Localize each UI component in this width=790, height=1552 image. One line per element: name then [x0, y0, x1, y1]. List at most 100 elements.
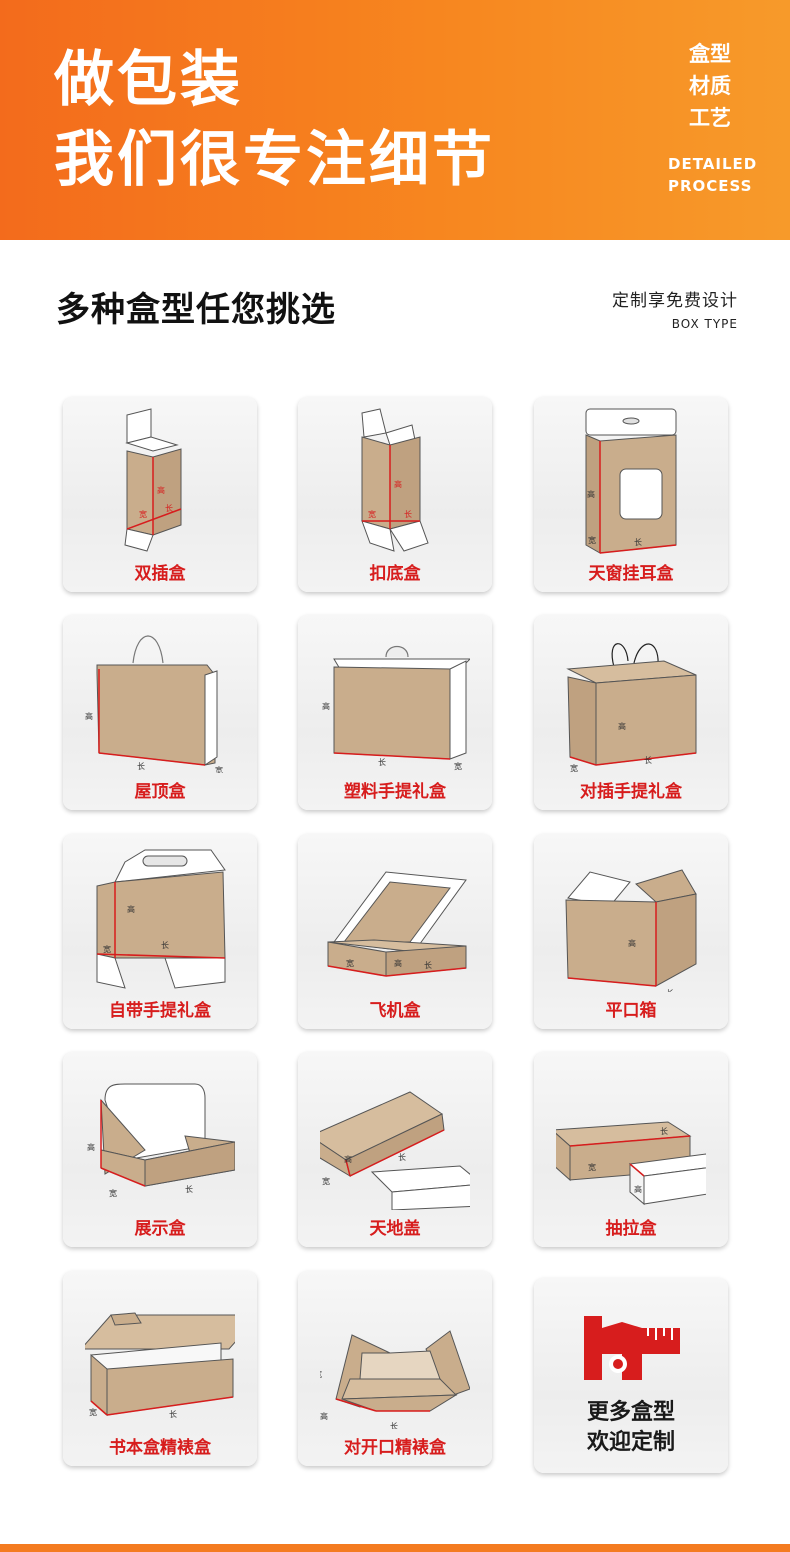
box-label: 平口箱 [605, 1001, 657, 1021]
hero-en-line2: PROCESS [668, 177, 753, 195]
hero-title-line2: 我们很专注细节 [54, 125, 495, 195]
box-label: 自带手提礼盒 [109, 1001, 211, 1021]
box-card-lid-base[interactable]: 高 宽 长 天地盖 [298, 1052, 492, 1247]
hero-en-line1: DETAILED [668, 155, 758, 173]
svg-text:宽: 宽 [215, 765, 223, 773]
svg-text:长: 长 [424, 960, 432, 970]
svg-text:高: 高 [87, 1142, 95, 1152]
box-label: 扣底盒 [369, 564, 421, 584]
box-card-book-style[interactable]: 高 宽 长 书本盒精裱盒 [63, 1271, 257, 1466]
section-subtitle: 定制享免费设计 [612, 291, 738, 311]
box-card-plastic-handle[interactable]: 高 长 宽 塑料手提礼盒 [298, 615, 492, 810]
svg-text:高: 高 [394, 479, 402, 489]
svg-text:高: 高 [127, 904, 135, 914]
hero-tags: 盒型 材质 工艺 [670, 38, 750, 134]
box-label: 飞机盒 [369, 1001, 421, 1021]
hero-tag-shape: 盒型 [689, 42, 731, 66]
section-english: BOX TYPE [671, 317, 738, 331]
box-card-tuck-handle[interactable]: 高 宽 长 对插手提礼盒 [534, 615, 728, 810]
box-card-lock-bottom[interactable]: 高 宽 长 扣底盒 [298, 397, 492, 592]
box-label: 天窗挂耳盒 [588, 564, 674, 584]
svg-text:宽: 宽 [570, 763, 578, 773]
svg-text:长: 长 [161, 940, 169, 950]
regular-slotted-box-icon: 高 宽 长 [565, 869, 697, 992]
tuck-handle-box-icon: 高 宽 长 [566, 643, 697, 773]
box-label: 塑料手提礼盒 [344, 782, 446, 802]
lid-base-box-icon: 高 宽 长 [320, 1091, 470, 1210]
svg-text:宽: 宽 [320, 1369, 322, 1379]
svg-text:长: 长 [660, 1126, 668, 1136]
box-card-roof[interactable]: 高 长 宽 屋顶盒 [63, 615, 257, 810]
box-card-window-hanger[interactable]: 高 宽 长 天窗挂耳盒 [534, 397, 728, 592]
svg-text:长: 长 [169, 1409, 177, 1419]
svg-text:长: 长 [644, 755, 652, 765]
svg-text:长: 长 [404, 509, 412, 519]
footer-bar [0, 1544, 790, 1552]
more-box-types-card[interactable]: 更多盒型 欢迎定制 [534, 1278, 728, 1473]
book-style-box-icon: 高 宽 长 [85, 1312, 235, 1419]
svg-text:高: 高 [394, 958, 402, 968]
box-label: 对插手提礼盒 [580, 782, 682, 802]
svg-text:宽: 宽 [103, 944, 111, 954]
svg-text:宽: 宽 [368, 509, 376, 519]
hero-tag-material: 材质 [689, 74, 731, 98]
box-label: 双插盒 [134, 564, 186, 584]
section-title: 多种盒型任您挑选 [56, 290, 336, 330]
svg-text:宽: 宽 [588, 535, 596, 545]
svg-text:长: 长 [378, 757, 386, 767]
svg-text:长: 长 [137, 761, 145, 771]
svg-text:高: 高 [320, 1411, 328, 1421]
box-label: 抽拉盒 [605, 1219, 657, 1239]
svg-text:长: 长 [165, 503, 173, 513]
hero-english: DETAILED PROCESS [668, 153, 758, 197]
box-card-double-open[interactable]: 宽 高 长 对开口精裱盒 [298, 1271, 492, 1466]
svg-text:高: 高 [344, 1154, 352, 1164]
svg-text:高: 高 [322, 701, 330, 711]
svg-text:长: 长 [398, 1152, 406, 1162]
svg-text:宽: 宽 [322, 1176, 330, 1186]
svg-text:长: 长 [666, 988, 674, 992]
svg-text:高: 高 [618, 721, 626, 731]
svg-text:高: 高 [587, 489, 595, 499]
svg-text:宽: 宽 [139, 509, 147, 519]
svg-text:长: 长 [634, 537, 642, 547]
display-box-icon: 高 宽 长 [87, 1083, 235, 1198]
lock-bottom-box-icon: 高 宽 长 [361, 408, 429, 552]
box-label: 天地盖 [369, 1219, 421, 1239]
more-text: 更多盒型 欢迎定制 [534, 1398, 728, 1458]
integrated-handle-box-icon: 高 宽 长 [96, 849, 226, 989]
box-card-integrated-handle[interactable]: 高 宽 长 自带手提礼盒 [63, 834, 257, 1029]
box-card-display[interactable]: 高 宽 长 展示盒 [63, 1052, 257, 1247]
box-label: 对开口精裱盒 [344, 1438, 446, 1458]
plastic-handle-box-icon: 高 长 宽 [322, 645, 470, 771]
svg-text:长: 长 [185, 1184, 193, 1194]
double-tuck-box-icon: 高 宽 长 [124, 408, 182, 552]
box-label: 展示盒 [134, 1219, 186, 1239]
drawer-box-icon: 长 宽 高 [556, 1121, 706, 1206]
svg-text:宽: 宽 [454, 761, 462, 771]
more-line1: 更多盒型 [586, 1400, 675, 1425]
svg-text:高: 高 [628, 938, 636, 948]
svg-text:宽: 宽 [588, 1162, 596, 1172]
svg-text:高: 高 [157, 485, 165, 495]
svg-text:宽: 宽 [346, 958, 354, 968]
hero-tag-craft: 工艺 [689, 106, 731, 130]
box-card-drawer[interactable]: 长 宽 高 抽拉盒 [534, 1052, 728, 1247]
mailer-box-icon: 宽 高 长 [327, 871, 467, 977]
hero-banner: 做包装 我们很专注细节 盒型 材质 工艺 DETAILED PROCESS [0, 0, 790, 240]
box-card-double-tuck[interactable]: 高 宽 长 双插盒 [63, 397, 257, 592]
svg-text:长: 长 [390, 1421, 398, 1429]
box-label: 书本盒精裱盒 [109, 1438, 211, 1458]
svg-text:宽: 宽 [89, 1407, 97, 1417]
box-card-mailer[interactable]: 宽 高 长 飞机盒 [298, 834, 492, 1029]
svg-text:高: 高 [634, 1184, 642, 1194]
ruler-logo-icon [584, 1316, 680, 1380]
roof-box-icon: 高 长 宽 [85, 635, 223, 773]
window-hanger-box-icon: 高 宽 长 [585, 408, 677, 554]
double-open-box-icon: 宽 高 长 [320, 1330, 470, 1429]
more-line2: 欢迎定制 [586, 1430, 675, 1455]
box-label: 屋顶盒 [134, 782, 186, 802]
box-card-regular-slotted[interactable]: 高 宽 长 平口箱 [534, 834, 728, 1029]
svg-text:宽: 宽 [109, 1188, 117, 1198]
svg-text:高: 高 [85, 711, 93, 721]
